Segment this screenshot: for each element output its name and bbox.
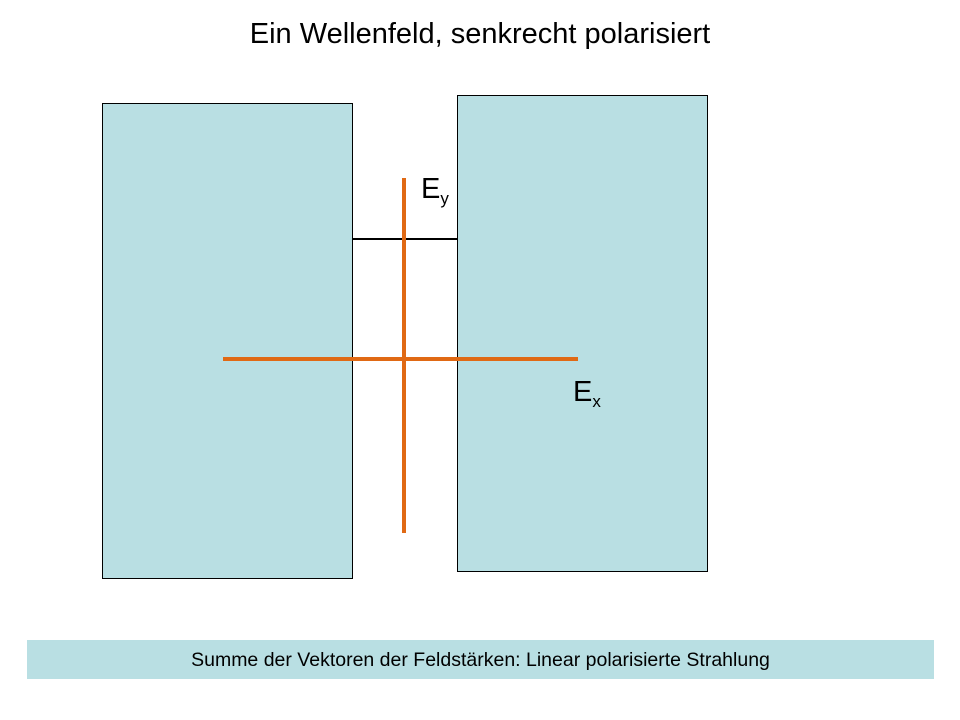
vector-ey-label-sub: y [440, 189, 449, 208]
left-panel [102, 103, 353, 579]
slide-title: Ein Wellenfeld, senkrecht polarisiert [249, 18, 711, 50]
vector-ey-label-base: E [421, 173, 441, 205]
right-panel [457, 95, 708, 572]
vector-ey-label: Ey [421, 173, 449, 208]
vector-ex-label-base: E [573, 376, 593, 408]
vector-ex-label-sub: x [592, 392, 601, 411]
vector-ex-label: Ex [573, 376, 601, 411]
caption-bar: Summe der Vektoren der Feldstärken: Line… [27, 640, 934, 679]
vector-ey-line [402, 178, 406, 533]
vector-ex-line [223, 357, 578, 361]
